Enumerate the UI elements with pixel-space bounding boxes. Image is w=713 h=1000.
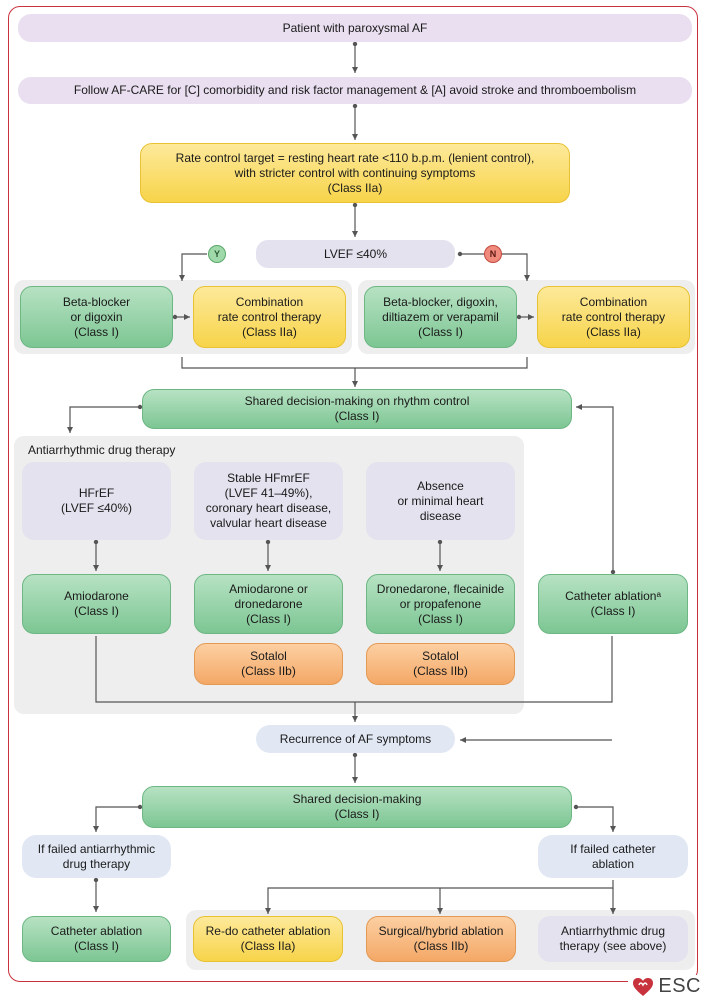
catheter-ablation-main-node: Catheter ablationᵃ (Class I)	[538, 574, 688, 634]
esc-logo: ESC	[628, 975, 705, 998]
rate-control-target-node: Rate control target = resting heart rate…	[140, 143, 570, 203]
catheter-ablation-secondary-node: Catheter ablation (Class I)	[22, 916, 171, 962]
antiarrhythmic-drug-therapy-title: Antiarrhythmic drug therapy	[28, 443, 176, 457]
antiarrhythmic-drug-see-above-node: Antiarrhythmic drug therapy (see above)	[538, 916, 688, 962]
beta-blocker-digoxin-node: Beta-blocker or digoxin (Class I)	[20, 286, 173, 348]
beta-blocker-digoxin-diltiazem-verapamil-node: Beta-blocker, digoxin, diltiazem or vera…	[364, 286, 517, 348]
follow-af-care-node: Follow AF-CARE for [C] comorbidity and r…	[18, 77, 692, 104]
dronedarone-flecainide-propafenone-node: Dronedarone, flecainide or propafenone (…	[366, 574, 515, 634]
lvef-decision-node: LVEF ≤40%	[256, 240, 455, 268]
absence-heart-disease-node: Absence or minimal heart disease	[366, 462, 515, 540]
sotalol-node-2: Sotalol (Class IIb)	[366, 643, 515, 685]
esc-heart-logo-icon	[633, 977, 654, 996]
redo-catheter-ablation-node: Re-do catheter ablation (Class IIa)	[193, 916, 343, 962]
stable-hfmref-node: Stable HFmrEF (LVEF 41–49%), coronary he…	[194, 462, 343, 540]
esc-logo-text: ESC	[658, 975, 701, 997]
no-badge: N	[484, 245, 502, 263]
amiodarone-dronedarone-node: Amiodarone or dronedarone (Class I)	[194, 574, 343, 634]
if-failed-antiarrhythmic-node: If failed antiarrhythmic drug therapy	[22, 835, 171, 878]
figure-frame	[8, 6, 698, 982]
hfref-node: HFrEF (LVEF ≤40%)	[22, 462, 171, 540]
amiodarone-node: Amiodarone (Class I)	[22, 574, 171, 634]
sotalol-node-1: Sotalol (Class IIb)	[194, 643, 343, 685]
yes-badge: Y	[208, 245, 226, 263]
combination-rate-control-left-node: Combination rate control therapy (Class …	[193, 286, 346, 348]
if-failed-catheter-ablation-node: If failed catheter ablation	[538, 835, 688, 878]
shared-decision-rhythm-control-node: Shared decision-making on rhythm control…	[142, 389, 572, 429]
patient-paroxysmal-af-node: Patient with paroxysmal AF	[18, 14, 692, 42]
surgical-hybrid-ablation-node: Surgical/hybrid ablation (Class IIb)	[366, 916, 516, 962]
combination-rate-control-right-node: Combination rate control therapy (Class …	[537, 286, 690, 348]
recurrence-af-symptoms-node: Recurrence of AF symptoms	[256, 725, 455, 753]
shared-decision-making-node: Shared decision-making (Class I)	[142, 786, 572, 828]
